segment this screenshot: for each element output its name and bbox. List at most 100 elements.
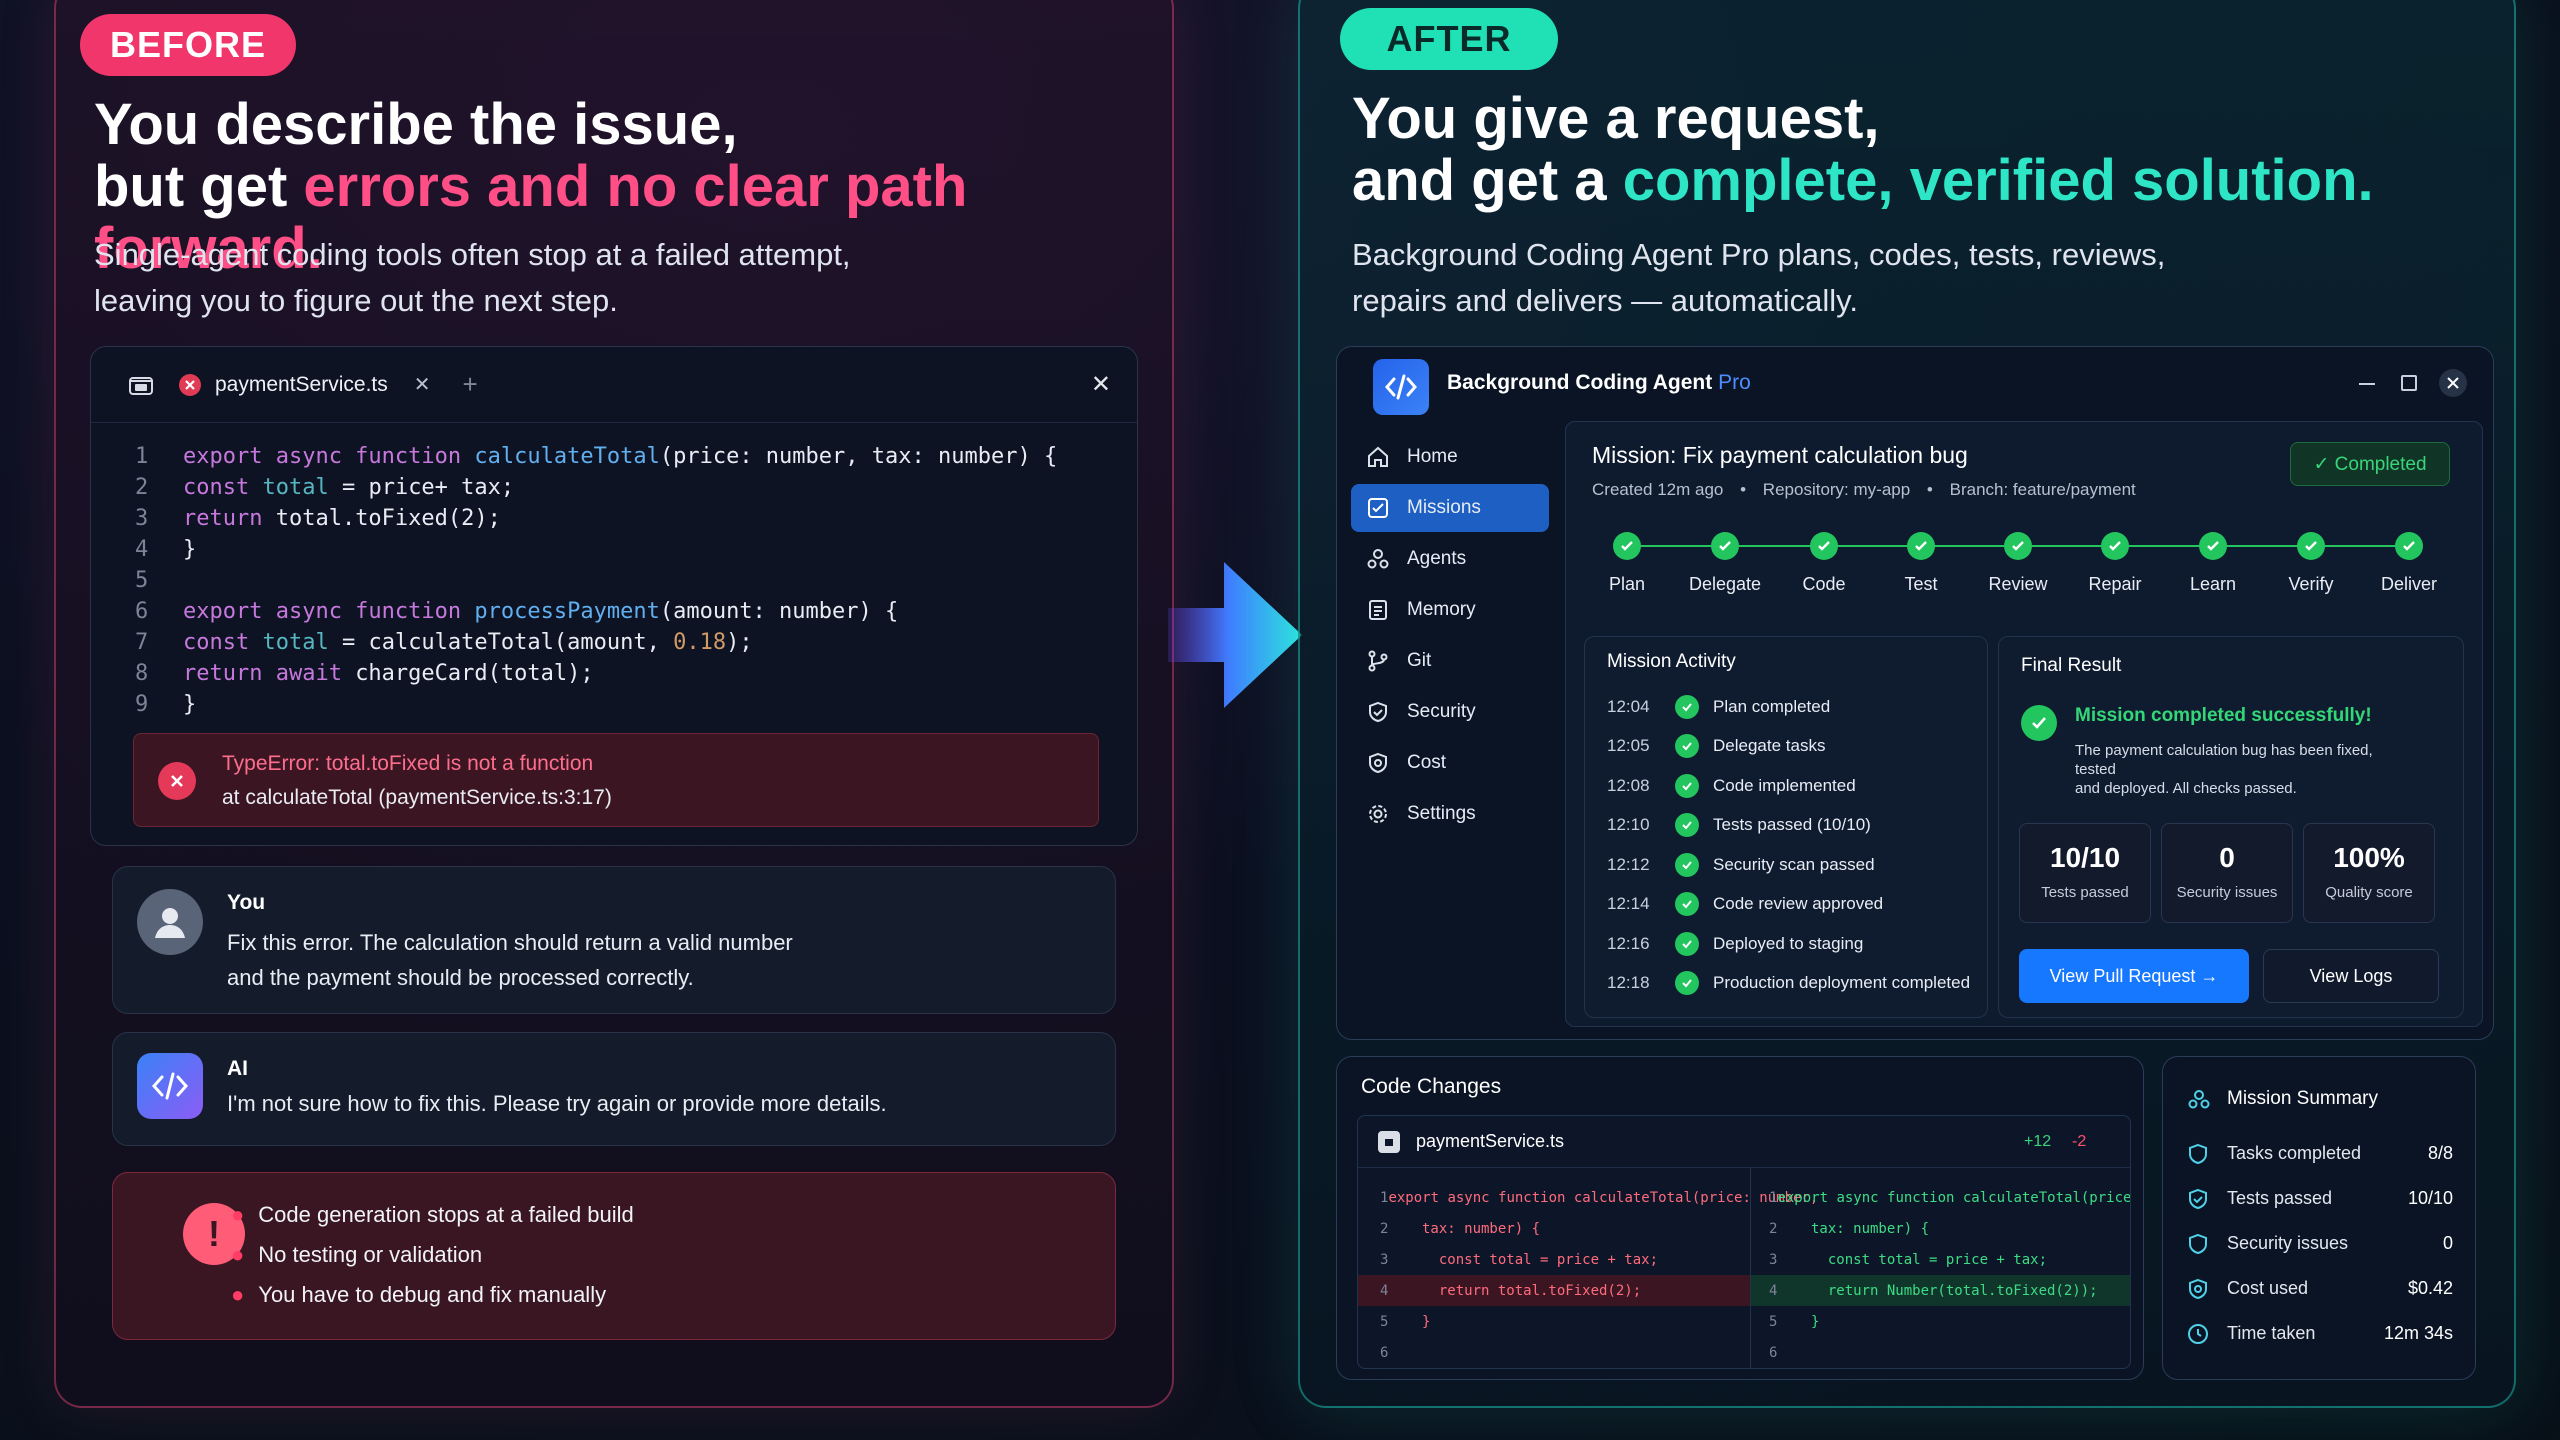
summary-icon [2188,1090,2210,1109]
code-line: 3 return total.toFixed(2); [135,506,501,531]
check-icon [1675,931,1699,956]
close-icon[interactable] [2439,369,2467,397]
sidebar-item-cost[interactable]: Cost [1351,739,1549,787]
ai-author: AI [227,1057,248,1080]
diff-file-header: paymentService.ts +12 -2 [1358,1116,2130,1168]
after-subtext: Background Coding Agent Pro plans, codes… [1352,237,2166,318]
check-icon [1675,773,1699,798]
sidebar-item-memory[interactable]: Memory [1351,586,1549,634]
lines-removed-badge: -2 [2072,1132,2087,1150]
mission-title: Mission: Fix payment calculation bug [1592,442,1968,468]
cost-icon [1369,752,1387,774]
sidebar-item-security[interactable]: Security [1351,688,1549,736]
ai-message-text: I'm not sure how to fix this. Please try… [227,1091,887,1116]
git-branch-icon [1368,650,1388,672]
final-result-description: The payment calculation bug has been fix… [2075,742,2373,797]
mission-meta: Created 12m ago • Repository: my-app • B… [1592,480,2136,499]
pipeline-step: Delegate [1670,532,1780,595]
diff-line: 5} [1380,1313,1431,1330]
tab-close-icon[interactable]: ✕ [413,374,431,396]
check-icon [1711,532,1739,560]
after-badge: AFTER [1340,8,1558,70]
sidebar-item-missions[interactable]: Missions [1351,484,1549,532]
success-check-icon [2021,705,2057,741]
view-pull-request-button[interactable]: View Pull Request → [2019,949,2249,1003]
editor-tab-bar: paymentService.ts ✕ + ✕ [91,347,1137,423]
editor-close-icon[interactable]: ✕ [1090,371,1111,398]
summary-title: Mission Summary [2227,1088,2378,1109]
pipeline-step: Learn [2158,532,2268,595]
diff-line: 6 [1769,1344,1778,1361]
gear-icon [1369,805,1387,823]
code-line: 5 [135,568,149,593]
folder-icon[interactable] [129,374,153,396]
missions-icon [1368,498,1388,518]
code-line: 7 const total = calculateTotal(amount, 0… [135,630,753,655]
status-badge: ✓ Completed [2290,442,2450,486]
before-headline-line1: You describe the issue, [94,92,738,157]
error-box: TypeError: total.toFixed is not a functi… [133,733,1099,827]
sidebar: Home Missions Agents Memory Git Security… [1351,433,1549,841]
summary-header: Mission Summary [2187,1079,2453,1119]
ai-message-card: AI I'm not sure how to fix this. Please … [112,1032,1116,1146]
check-icon [2395,532,2423,560]
pipeline-step: Repair [2060,532,2170,595]
diff-line-added: 4 return Number(total.toFixed(2)); [1751,1275,2130,1306]
check-icon [1675,734,1699,759]
pipeline: Plan Delegate Code Test Review Repair Le… [1566,532,2484,612]
user-message-card: You Fix this error. The calculation shou… [112,866,1116,1014]
code-line: 2 const total = price+ tax; [135,475,515,500]
user-avatar-icon [137,889,203,955]
diff-divider [1750,1168,1751,1368]
stat-quality-score: 100%Quality score [2303,823,2435,923]
sidebar-item-settings[interactable]: Settings [1351,790,1549,838]
app-window: Background Coding Agent Pro Home Mission… [1336,346,2494,1040]
pipeline-step: Test [1866,532,1976,595]
error-location: at calculateTotal (paymentService.ts:3:1… [222,786,612,809]
diff-line: 6 [1380,1344,1389,1361]
code-line: 9} [135,692,197,717]
check-icon [1907,532,1935,560]
maximize-icon[interactable] [2401,375,2417,391]
editor-tab[interactable]: paymentService.ts ✕ [179,347,443,423]
diff-line-removed: 4 return total.toFixed(2); [1358,1275,1750,1306]
sidebar-item-agents[interactable]: Agents [1351,535,1549,583]
diff-line: 3 const total = price + tax; [1769,1251,2048,1268]
pipeline-step: Plan [1572,532,1682,595]
app-logo-icon [1373,359,1429,415]
issues-list: ●Code generation stops at a failed build… [231,1195,634,1315]
tests-icon [2189,1188,2207,1209]
clock-icon [2188,1323,2208,1344]
diff-file-name: paymentService.ts [1416,1131,1565,1151]
new-tab-icon[interactable]: + [462,369,478,399]
final-result-title: Final Result [2021,655,2122,676]
sidebar-item-git[interactable]: Git [1351,637,1549,685]
memory-icon [1369,600,1387,620]
sidebar-item-home[interactable]: Home [1351,433,1549,481]
check-icon [1675,971,1699,996]
minimize-icon[interactable] [2359,383,2375,385]
mission-panel: Mission: Fix payment calculation bug ✓ C… [1565,421,2483,1027]
view-logs-button[interactable]: View Logs [2263,949,2439,1003]
